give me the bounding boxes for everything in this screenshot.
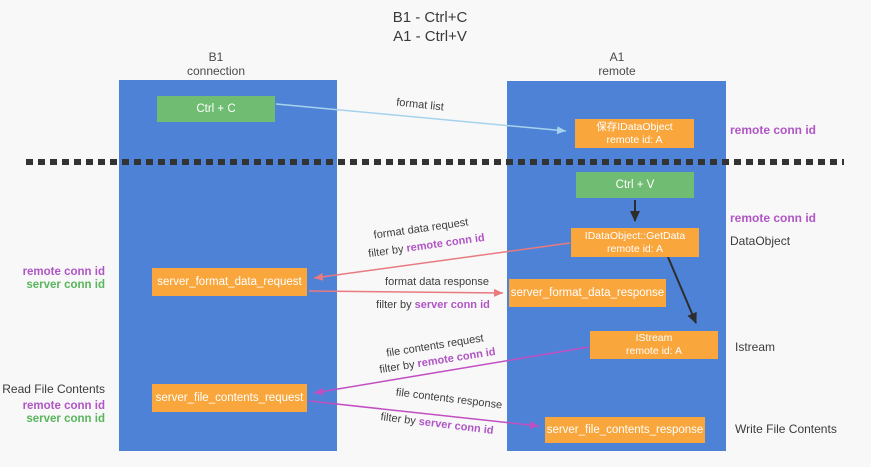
dataobject-label: DataObject <box>730 234 791 248</box>
server-file-contents-response-label: server_file_contents_response <box>546 424 704 436</box>
write-file-contents-label: Write File Contents <box>735 422 837 436</box>
right-column-name: A1 <box>609 50 625 64</box>
server-format-data-response-label: server_format_data_response <box>510 287 665 299</box>
server-file-contents-request-box: server_file_contents_request <box>152 384 307 412</box>
left-column-name: B1 <box>208 50 224 64</box>
file-contents-response-filter-label: filter by server conn id <box>362 409 512 439</box>
istream-side-label: Istream <box>735 340 776 354</box>
title-line-1: B1 - Ctrl+C <box>392 9 468 26</box>
ctrl-v-box: Ctrl + V <box>576 172 694 198</box>
format-list-label: format list <box>395 96 445 114</box>
filter-by-text: filter by <box>379 411 420 428</box>
left-column-subtitle: connection <box>186 64 246 78</box>
getdata-line2: remote id: A <box>606 242 664 255</box>
diagram-title: B1 - Ctrl+C A1 - Ctrl+V <box>330 8 530 46</box>
ctrl-c-label: Ctrl + C <box>196 103 236 115</box>
istream-line1: IStream <box>635 332 673 344</box>
right-getdata-remote-conn-id-label: remote conn id <box>730 211 817 225</box>
server-conn-id-text: server conn id <box>414 299 490 311</box>
save-dataobject-box: 保存IDataObject remote id: A <box>575 119 694 148</box>
getdata-box: IDataObject::GetData remote id: A <box>571 228 699 257</box>
server-format-data-request-box: server_format_data_request <box>152 268 307 296</box>
istream-box: IStream remote id: A <box>590 331 718 359</box>
getdata-line1: IDataObject::GetData <box>584 229 686 242</box>
filter-by-text: filter by <box>376 299 415 311</box>
right-column-header: A1 remote <box>567 50 667 78</box>
format-data-response-arrow <box>308 288 504 297</box>
filter-by-text: filter by <box>367 242 408 261</box>
server-file-contents-request-label: server_file_contents_request <box>155 392 304 404</box>
format-data-response-label: format data response <box>385 276 489 288</box>
filter-by-text: filter by <box>378 358 419 377</box>
server-format-data-request-label: server_format_data_request <box>157 276 302 288</box>
save-dataobject-line2: remote id: A <box>606 133 663 146</box>
format-data-response-filter-label: filter by server conn id <box>368 299 498 311</box>
left-file-server-conn-id-label: server conn id <box>26 413 105 425</box>
server-conn-id-text: server conn id <box>418 415 495 437</box>
server-file-contents-response-box: server_file_contents_response <box>545 417 705 443</box>
title-line-2: A1 - Ctrl+V <box>393 28 467 45</box>
ctrl-c-box: Ctrl + C <box>157 96 275 122</box>
istream-line2: remote id: A <box>625 345 683 357</box>
server-format-data-response-box: server_format_data_response <box>509 279 666 307</box>
right-column-subtitle: remote <box>598 64 636 78</box>
left-server-conn-id-label: server conn id <box>26 279 105 291</box>
left-column-header: B1 connection <box>166 50 266 78</box>
right-save-remote-conn-id-label: remote conn id <box>730 123 817 137</box>
dashed-separator-line <box>26 159 844 165</box>
save-dataobject-line1: 保存IDataObject <box>596 120 673 133</box>
ctrl-v-label: Ctrl + V <box>615 179 655 191</box>
left-remote-conn-id-label: remote conn id <box>22 266 105 278</box>
file-contents-response-label: file contents response <box>395 386 503 412</box>
read-file-contents-label: Read File Contents <box>2 382 105 396</box>
left-file-remote-conn-id-label: remote conn id <box>22 400 105 412</box>
